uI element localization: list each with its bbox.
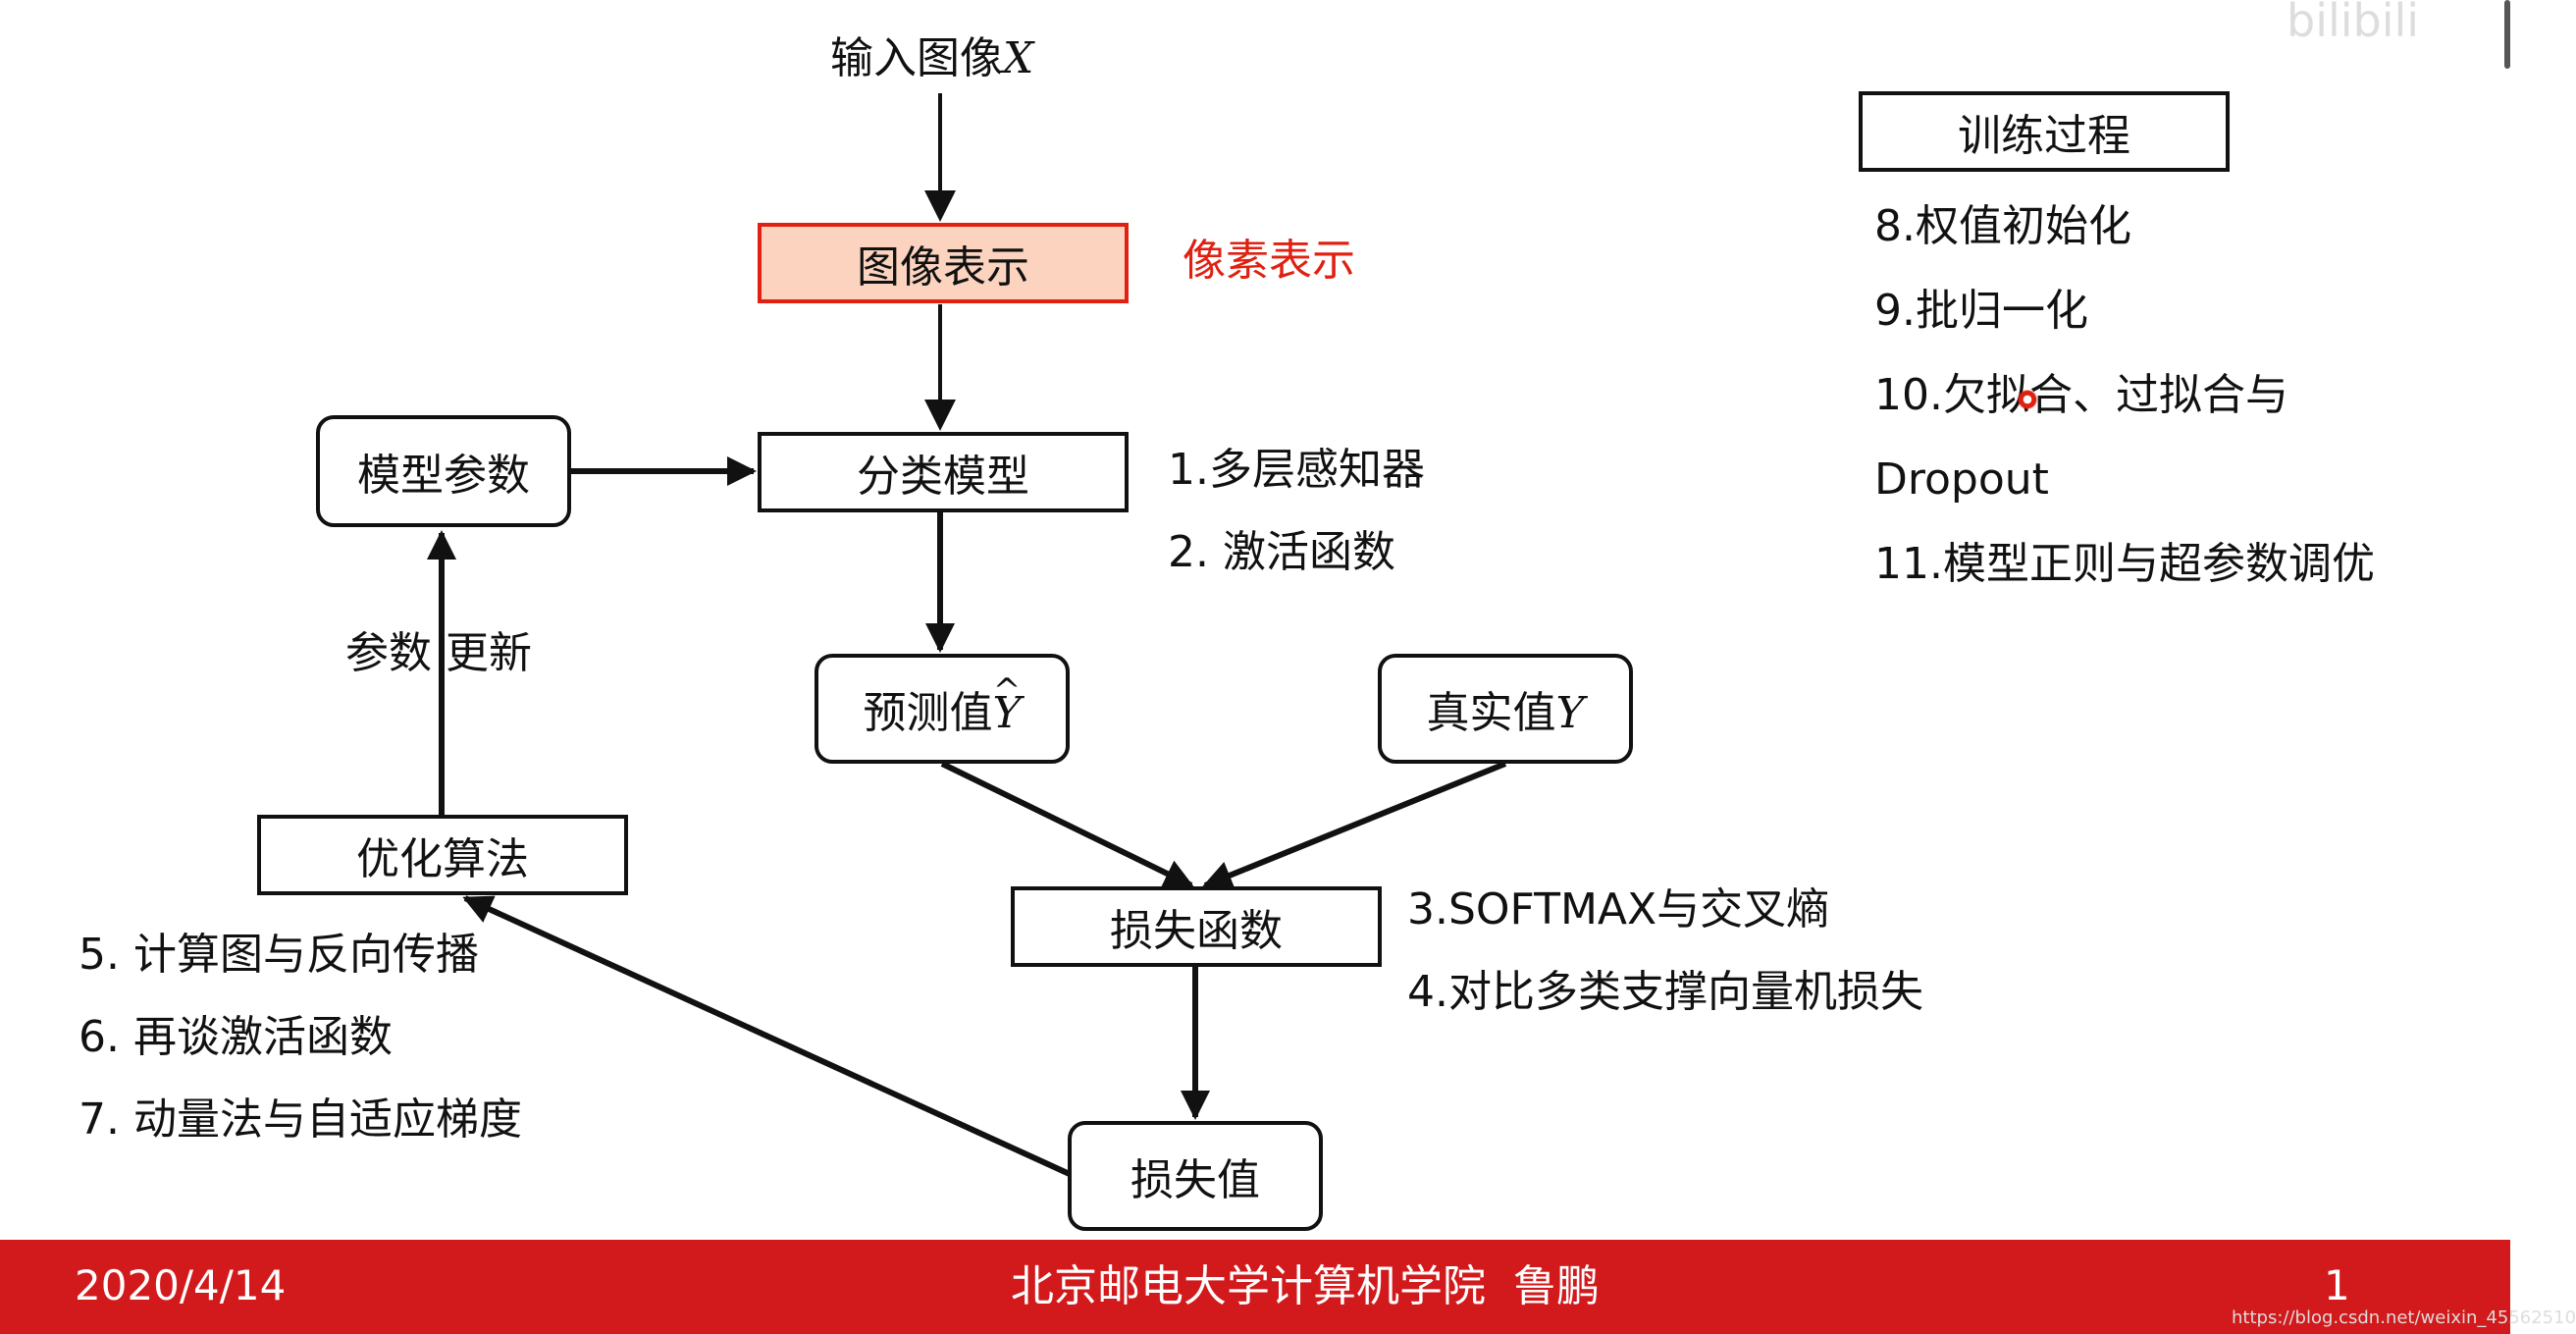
classifier-note-1: 1.多层感知器 — [1168, 445, 1425, 495]
model-parameters-label: 模型参数 — [357, 451, 530, 501]
input-image-label: 输入图像X — [830, 33, 1034, 83]
loss-function-label: 损失函数 — [1110, 906, 1283, 956]
optimizer-label: 优化算法 — [356, 834, 529, 884]
loss-value-box: 损失值 — [1068, 1121, 1323, 1231]
image-representation-label: 图像表示 — [857, 242, 1029, 293]
scrollbar[interactable] — [2504, 0, 2510, 69]
ground-truth-variable: Y — [1555, 688, 1585, 738]
prediction-variable: ^Y — [992, 671, 1022, 738]
classifier-label: 分类模型 — [857, 452, 1029, 502]
optimizer-note-3: 7. 动量法与自适应梯度 — [79, 1094, 522, 1145]
training-item-5: 11.模型正则与超参数调优 — [1874, 539, 2375, 589]
prediction-box: 预测值^Y — [815, 654, 1070, 764]
slide: 输入图像X 图像表示 像素表示 分类模型 1.多层感知器 2. 激活函数 模型参… — [79, 0, 2510, 1231]
training-item-3: 10.欠拟合、过拟合与 — [1874, 370, 2288, 420]
flow-arrows — [427, 93, 1507, 1178]
input-variable: X — [1003, 33, 1034, 83]
bilibili-watermark-logo: bilibili — [2287, 0, 2420, 47]
loss-note-2: 4.对比多类支撑向量机损失 — [1407, 967, 1923, 1017]
training-item-2: 9.批归一化 — [1874, 286, 2088, 336]
image-representation-box: 图像表示 — [758, 223, 1129, 303]
training-item-4: Dropout — [1874, 454, 2049, 505]
pointer-cursor-icon — [2018, 390, 2037, 409]
model-parameters-box: 模型参数 — [316, 415, 571, 527]
slide-footer: 2020/4/14 北京邮电大学计算机学院 鲁鹏 1 https://blog.… — [0, 1240, 2576, 1334]
optimizer-note-1: 5. 计算图与反向传播 — [79, 930, 479, 980]
footer-institution: 北京邮电大学计算机学院 鲁鹏 — [1011, 1261, 1600, 1311]
classifier-note-2: 2. 激活函数 — [1168, 527, 1395, 577]
loss-value-label: 损失值 — [1130, 1155, 1260, 1205]
training-process-box: 训练过程 — [1859, 91, 2230, 172]
footer-page-number: 1 — [2324, 1261, 2350, 1309]
parameter-update-label: 参数 更新 — [345, 628, 532, 678]
prediction-label: 预测值^Y — [863, 671, 1022, 738]
arrow-prediction-to-loss — [940, 761, 1194, 888]
arrow-truth-to-loss — [1202, 761, 1507, 889]
training-item-1: 8.权值初始化 — [1874, 201, 2131, 251]
footer-date: 2020/4/14 — [75, 1261, 287, 1309]
loss-note-1: 3.SOFTMAX与交叉熵 — [1407, 884, 1830, 934]
optimizer-box: 优化算法 — [257, 815, 628, 895]
optimizer-note-2: 6. 再谈激活函数 — [79, 1012, 393, 1062]
training-process-title: 训练过程 — [1958, 111, 2130, 161]
pixel-representation-label: 像素表示 — [1183, 236, 1355, 286]
ground-truth-label: 真实值Y — [1426, 688, 1585, 738]
loss-function-box: 损失函数 — [1011, 886, 1382, 967]
classifier-box: 分类模型 — [758, 432, 1129, 512]
arrow-loss-value-to-optimizer — [462, 895, 1074, 1178]
ground-truth-box: 真实值Y — [1378, 654, 1633, 764]
footer-source-url[interactable]: https://blog.csdn.net/weixin_45562510 — [2232, 1307, 2576, 1328]
